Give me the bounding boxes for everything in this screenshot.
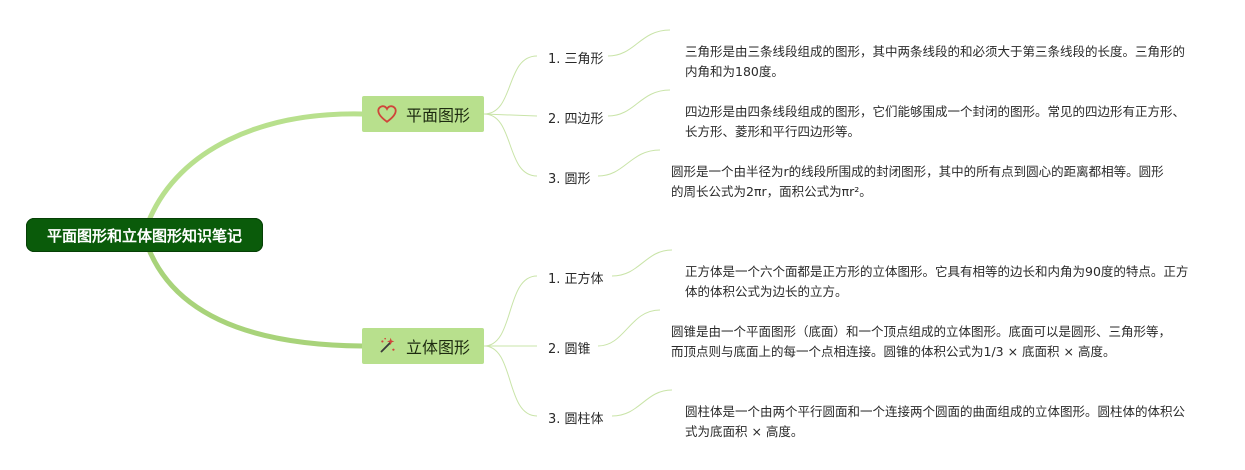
desc-cylinder[interactable]: 圆柱体是一个由两个平行圆面和一个连接两个圆面的曲面组成的立体图形。圆柱体的体积公…	[685, 402, 1190, 442]
branch-label: 立体图形	[405, 338, 470, 357]
topic-label: 1. 正方体	[548, 272, 604, 287]
desc-text: 三角形是由三条线段组成的图形，其中两条线段的和必须大于第三条线段的长度。三角形的…	[685, 44, 1186, 79]
desc-cone[interactable]: 圆锥是由一个平面图形（底面）和一个顶点组成的立体图形。底面可以是圆形、三角形等，…	[671, 322, 1176, 362]
desc-text: 圆形是一个由半径为r的线段所围成的封闭图形，其中的所有点到圆心的距离都相等。圆形…	[671, 164, 1164, 199]
topic-label: 2. 圆锥	[548, 342, 591, 357]
topic-label: 3. 圆形	[548, 172, 591, 187]
desc-text: 圆锥是由一个平面图形（底面）和一个顶点组成的立体图形。底面可以是圆形、三角形等，…	[671, 324, 1172, 359]
desc-cube[interactable]: 正方体是一个六个面都是正方形的立体图形。它具有相等的边长和内角为90度的特点。正…	[685, 262, 1190, 302]
item5-to-desc-connector	[597, 309, 661, 347]
topic-quadrilateral[interactable]: 2. 四边形	[548, 108, 604, 127]
desc-text: 四边形是由四条线段组成的图形，它们能够围成一个封闭的图形。常见的四边形有正方形、…	[685, 104, 1186, 139]
branch1-to-item2-connector	[483, 113, 538, 117]
branch1-to-item1-connector	[483, 55, 538, 115]
branch-label: 平面图形	[405, 106, 470, 125]
branch-solid-shapes[interactable]: 立体图形	[362, 328, 484, 364]
root-to-branch-1-connector	[147, 111, 365, 221]
topic-cone[interactable]: 2. 圆锥	[548, 338, 591, 357]
item3-to-desc-connector	[597, 149, 661, 177]
branch1-to-item3-connector	[483, 113, 538, 177]
heart-icon	[376, 103, 398, 125]
topic-triangle[interactable]: 1. 三角形	[548, 48, 604, 67]
branch2-to-item3-connector	[483, 345, 538, 417]
desc-quadrilateral[interactable]: 四边形是由四条线段组成的图形，它们能够围成一个封闭的图形。常见的四边形有正方形、…	[685, 102, 1190, 142]
item2-to-desc-connector	[607, 89, 671, 117]
item6-to-desc-connector	[611, 389, 673, 417]
magic-wand-icon	[376, 335, 398, 357]
item1-to-desc-connector	[607, 29, 671, 57]
desc-text: 正方体是一个六个面都是正方形的立体图形。它具有相等的边长和内角为90度的特点。正…	[685, 264, 1189, 299]
item4-to-desc-connector	[611, 249, 673, 277]
root-title: 平面图形和立体图形知识笔记	[46, 226, 242, 245]
branch2-to-item1-connector	[483, 275, 538, 347]
root-topic[interactable]: 平面图形和立体图形知识笔记	[26, 218, 263, 252]
topic-label: 3. 圆柱体	[548, 412, 604, 427]
branch-plane-shapes[interactable]: 平面图形	[362, 96, 484, 132]
root-to-branch-2-connector	[147, 249, 365, 349]
topic-cylinder[interactable]: 3. 圆柱体	[548, 408, 604, 427]
desc-triangle[interactable]: 三角形是由三条线段组成的图形，其中两条线段的和必须大于第三条线段的长度。三角形的…	[685, 42, 1190, 82]
topic-label: 2. 四边形	[548, 112, 604, 127]
desc-circle[interactable]: 圆形是一个由半径为r的线段所围成的封闭图形，其中的所有点到圆心的距离都相等。圆形…	[671, 162, 1176, 202]
topic-cube[interactable]: 1. 正方体	[548, 268, 604, 287]
desc-text: 圆柱体是一个由两个平行圆面和一个连接两个圆面的曲面组成的立体图形。圆柱体的体积公…	[685, 404, 1186, 439]
topic-circle[interactable]: 3. 圆形	[548, 168, 591, 187]
topic-label: 1. 三角形	[548, 52, 604, 67]
